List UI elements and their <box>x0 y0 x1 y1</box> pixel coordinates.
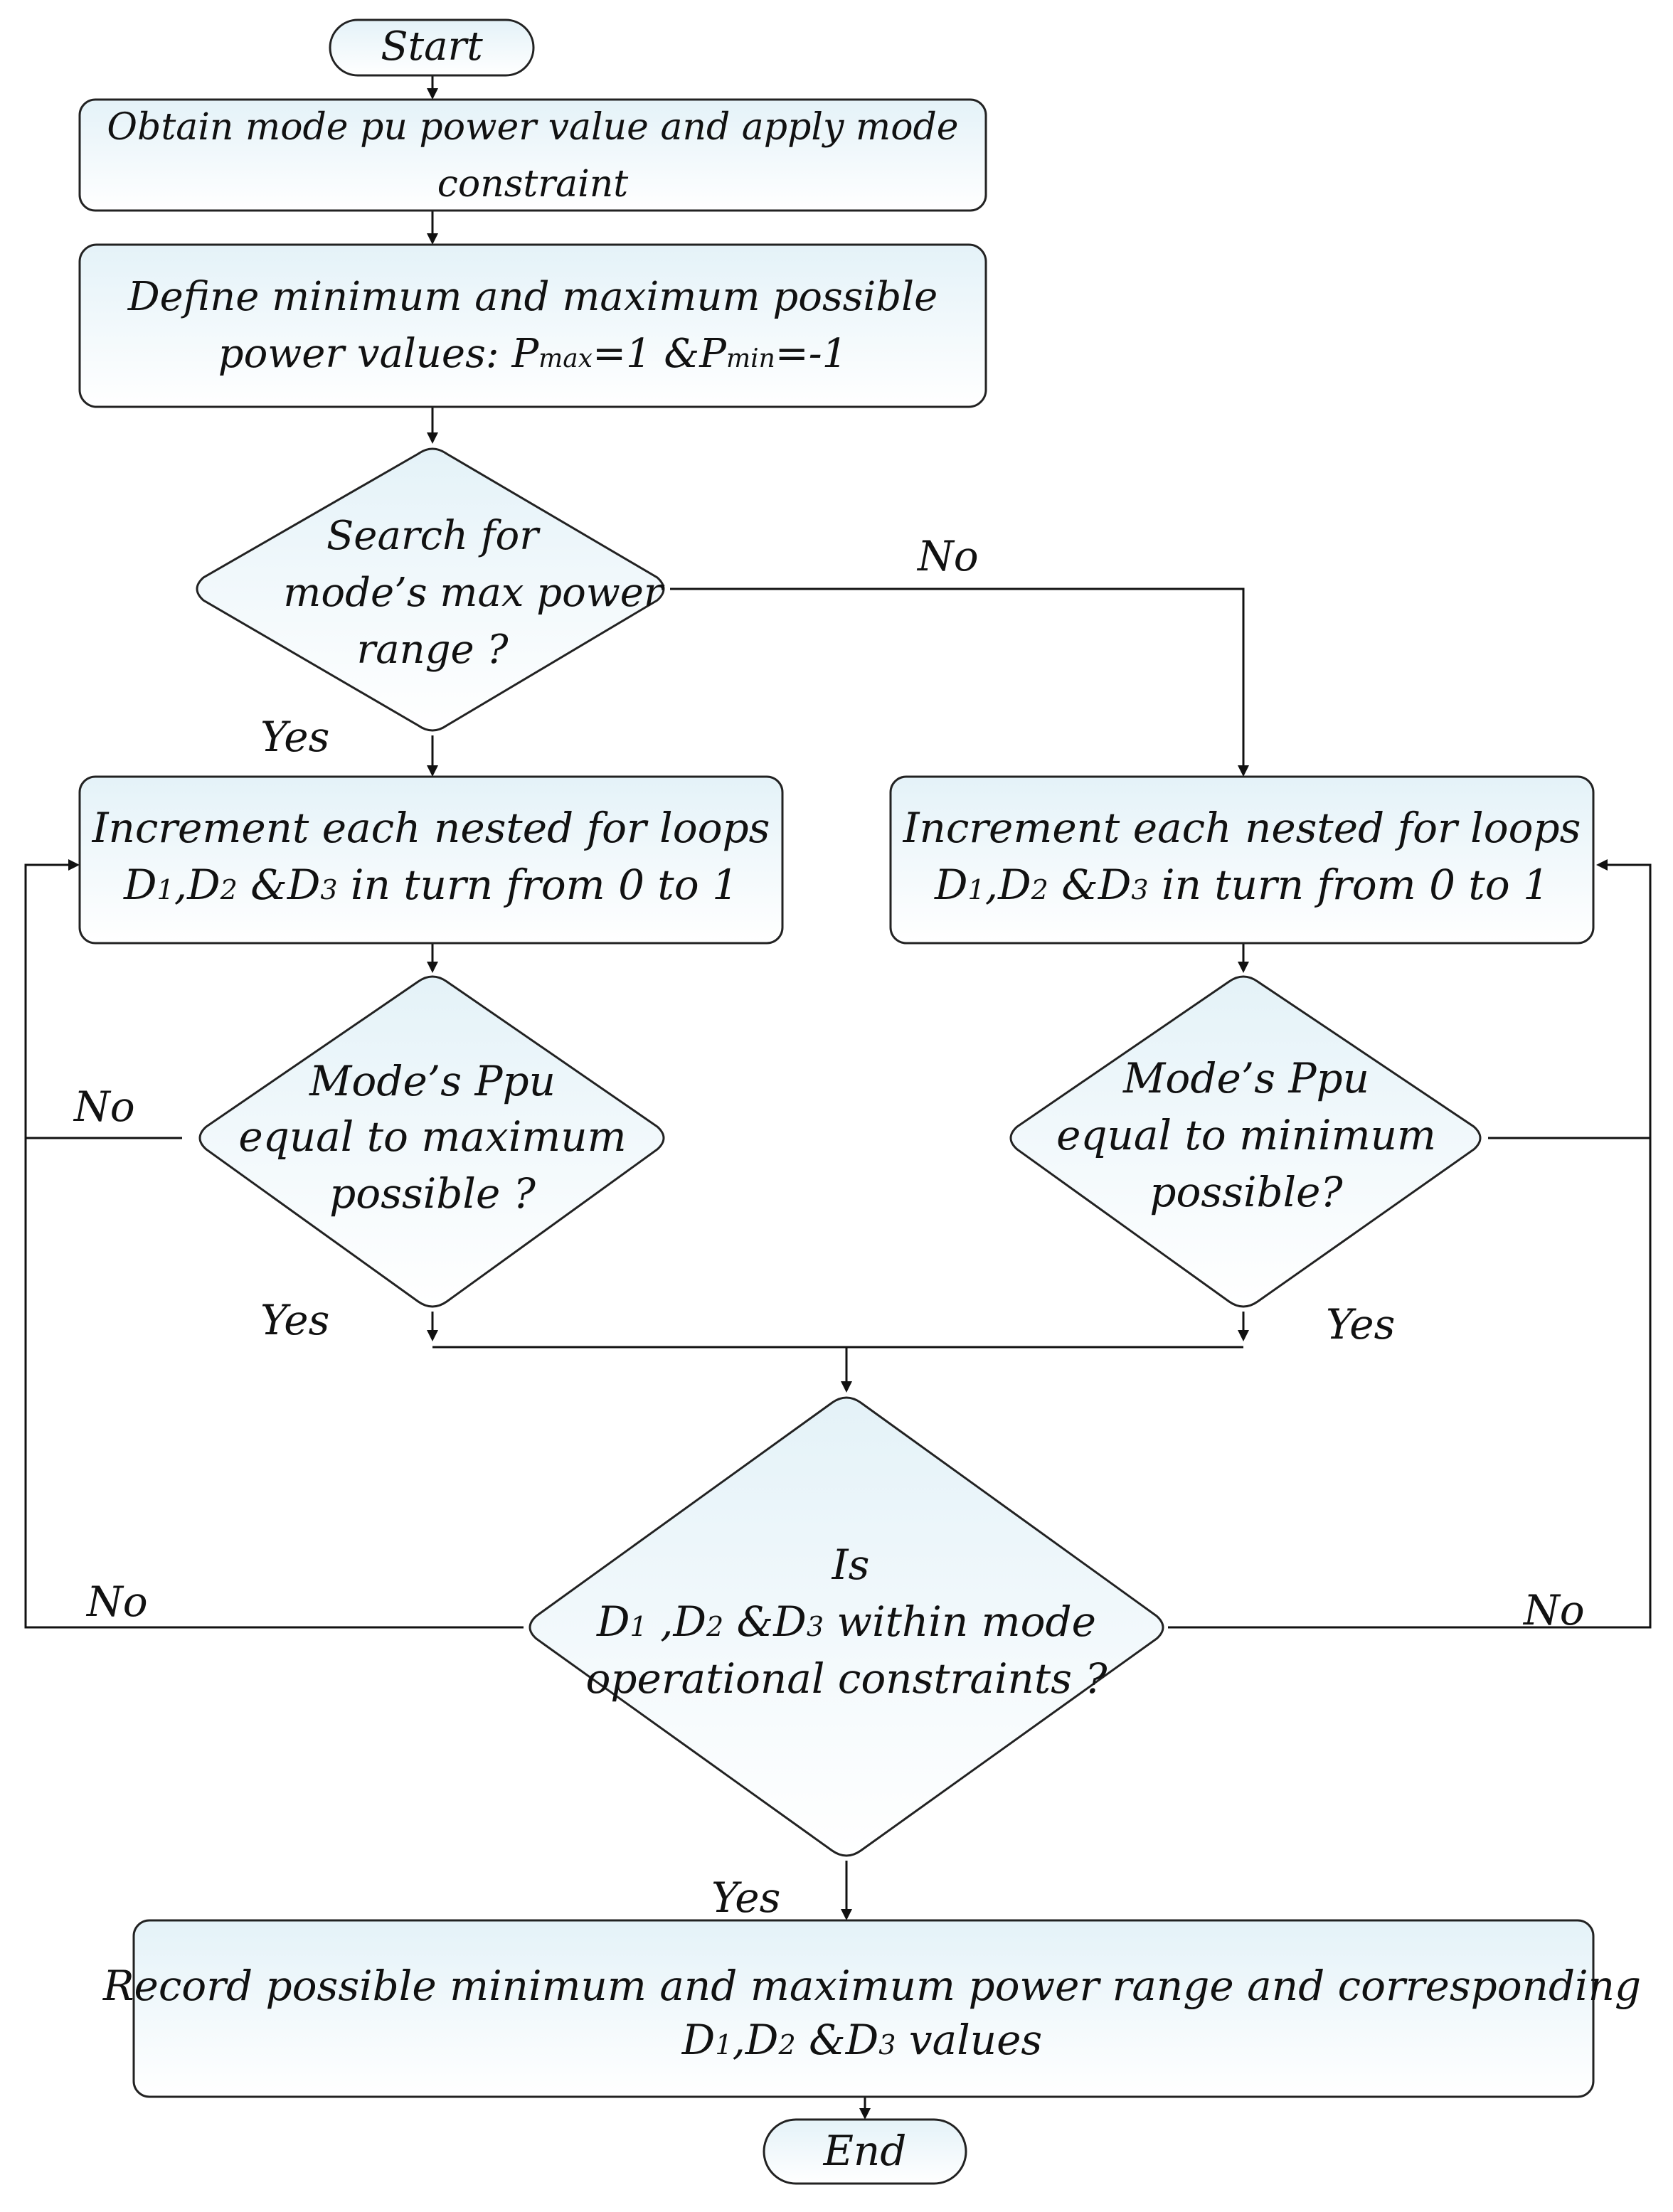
edge-label-search-no: No <box>916 532 979 580</box>
max-decision-label-line3: possible ? <box>329 1169 536 1218</box>
arrowhead <box>841 1381 852 1393</box>
search-max-range-decision: Search for mode’s max power range ? <box>196 447 665 732</box>
loop-left-label-line2: D1,D2 &D3 in turn from 0 to 1 <box>123 861 738 909</box>
increment-loops-left-box: Increment each nested for loops D1,D2 &D… <box>78 775 784 945</box>
obtain-mode-power-box: Obtain mode pu power value and apply mod… <box>78 98 987 212</box>
record-power-range-box: Record possible minimum and maximum powe… <box>102 1919 1641 2098</box>
connector-max-no-loop <box>24 863 182 1139</box>
constraints-label-line2: D1 ,D2 &D3 within mode <box>596 1597 1096 1646</box>
arrowhead <box>1238 1330 1249 1341</box>
arrowhead <box>427 962 438 973</box>
loop-right-label-line1: Increment each nested for loops <box>903 804 1581 852</box>
connector-min-no-loop <box>1488 863 1652 1139</box>
max-possible-decision: Mode’s Ppu equal to maximum possible ? <box>198 975 665 1308</box>
min-decision-label-line2: equal to minimum <box>1056 1111 1436 1159</box>
operational-constraints-decision: Is D1 ,D2 &D3 within mode operational co… <box>529 1396 1164 1857</box>
arrowhead <box>427 765 438 777</box>
edge-label-min-yes: Yes <box>1326 1300 1395 1349</box>
arrowhead <box>841 1909 852 1920</box>
loop-left-label-line1: Increment each nested for loops <box>92 804 770 852</box>
search-label-line3: range ? <box>356 627 509 673</box>
arrowhead <box>1238 765 1249 777</box>
start-terminal: Start <box>329 18 535 77</box>
end-label: End <box>823 2127 907 2175</box>
edge-label-constraints-yes: Yes <box>711 1873 780 1922</box>
connector-constraints-no-right <box>1168 1138 1652 1629</box>
obtain-label-line1: Obtain mode pu power value and apply mod… <box>107 106 958 149</box>
define-label-line1: Define minimum and maximum possible <box>127 274 938 320</box>
increment-loops-right-box: Increment each nested for loops D1,D2 &D… <box>889 775 1595 945</box>
edge-label-search-yes: Yes <box>260 713 329 761</box>
max-decision-label-line1: Mode’s Ppu <box>309 1057 556 1105</box>
search-label-line2: mode’s max power <box>283 570 665 616</box>
min-decision-label-line1: Mode’s Ppu <box>1122 1054 1369 1102</box>
define-label-line2: power values: Pmax=1 &Pmin=-1 <box>218 331 848 377</box>
connector-search-no <box>670 587 1245 765</box>
edge-label-constraints-no-right: No <box>1522 1586 1585 1634</box>
define-power-values-box: Define minimum and maximum possible powe… <box>78 243 987 408</box>
edge-label-constraints-no-left: No <box>85 1578 148 1626</box>
end-terminal: End <box>763 2118 967 2185</box>
min-decision-label-line3: possible? <box>1149 1168 1343 1216</box>
arrowhead <box>427 432 438 444</box>
edge-label-max-no: No <box>73 1083 135 1131</box>
max-decision-label-line2: equal to maximum <box>238 1112 626 1161</box>
loop-right-label-line2: D1,D2 &D3 in turn from 0 to 1 <box>934 861 1549 909</box>
start-label: Start <box>381 23 483 70</box>
min-possible-decision: Mode’s Ppu equal to minimum possible? <box>1009 975 1482 1308</box>
arrowhead <box>68 859 80 871</box>
arrowhead <box>427 88 438 100</box>
search-label-line1: Search for <box>326 513 541 559</box>
arrowhead <box>859 2108 871 2120</box>
record-label-line1: Record possible minimum and maximum powe… <box>102 1962 1641 2010</box>
arrowhead <box>1238 962 1249 973</box>
obtain-label-line2: constraint <box>437 163 628 206</box>
constraints-label-line1: Is <box>832 1541 870 1589</box>
connector-constraints-no-left <box>24 1138 524 1629</box>
record-label-line2: D1,D2 &D3 values <box>681 2016 1042 2064</box>
arrowhead <box>427 233 438 245</box>
arrowhead <box>1596 859 1608 871</box>
edge-labels: No Yes No Yes Yes No No Yes <box>73 532 1585 1922</box>
edge-label-max-yes: Yes <box>260 1296 329 1344</box>
constraints-label-line3: operational constraints ? <box>585 1654 1108 1703</box>
connectors <box>24 75 1652 2120</box>
arrowhead <box>427 1330 438 1341</box>
